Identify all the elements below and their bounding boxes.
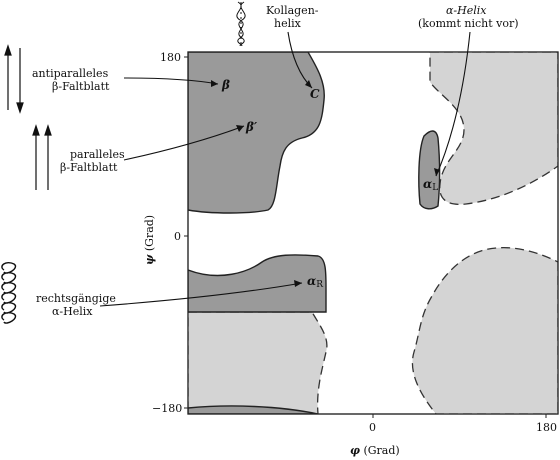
arrow-beta-prime: [123, 125, 245, 161]
region-dark-alpha-r: [188, 254, 327, 313]
label-alpha-l-line1: α-Helix: [446, 4, 487, 17]
label-right-helix-line1: rechtsgängige: [36, 292, 116, 305]
y-tick-label-180: 180: [160, 51, 181, 64]
y-tick-label-0: 0: [174, 230, 181, 243]
label-antiparallel-line1: antiparalleles: [32, 67, 109, 80]
label-kollagen-line1: Kollagen-: [266, 4, 319, 17]
symbol-beta: β: [221, 78, 230, 92]
alpha-helix-coil-icon: [1, 261, 17, 324]
x-axis-label: φ (Grad): [350, 444, 400, 457]
label-right-helix-line2: α-Helix: [52, 305, 93, 318]
label-parallel-line2: β-Faltblatt: [60, 161, 118, 174]
arrow-alpha-l: [435, 31, 471, 177]
arrow-beta: [123, 77, 219, 85]
symbol-collagen: C: [310, 87, 320, 101]
parallel-sheet-icon: [32, 124, 52, 190]
symbol-alpha-r: αR: [307, 274, 323, 290]
arrow-alpha-r: [99, 282, 303, 307]
label-parallel-line1: paralleles: [70, 148, 125, 161]
label-antiparallel-line2: β-Faltblatt: [52, 80, 110, 93]
x-tick-label-180: 180: [536, 421, 557, 434]
y-tick-label-neg180: −180: [152, 402, 182, 415]
label-alpha-l-line2: (kommt nicht vor): [418, 17, 519, 30]
collagen-helix-icon: [236, 1, 246, 47]
region-light-lower-left: [188, 311, 328, 414]
symbol-alpha-l: αL: [423, 177, 438, 193]
y-axis-label: ψ (Grad): [143, 215, 156, 265]
symbol-beta-prime: β′: [245, 120, 258, 134]
region-dark-beta: [188, 52, 325, 214]
label-kollagen-line2: helix: [274, 17, 302, 30]
x-tick-label-0: 0: [369, 421, 376, 434]
antiparallel-sheet-icon: [4, 44, 24, 114]
region-dark-alpha-l: [418, 130, 441, 210]
region-light-lower-right: [411, 247, 558, 414]
